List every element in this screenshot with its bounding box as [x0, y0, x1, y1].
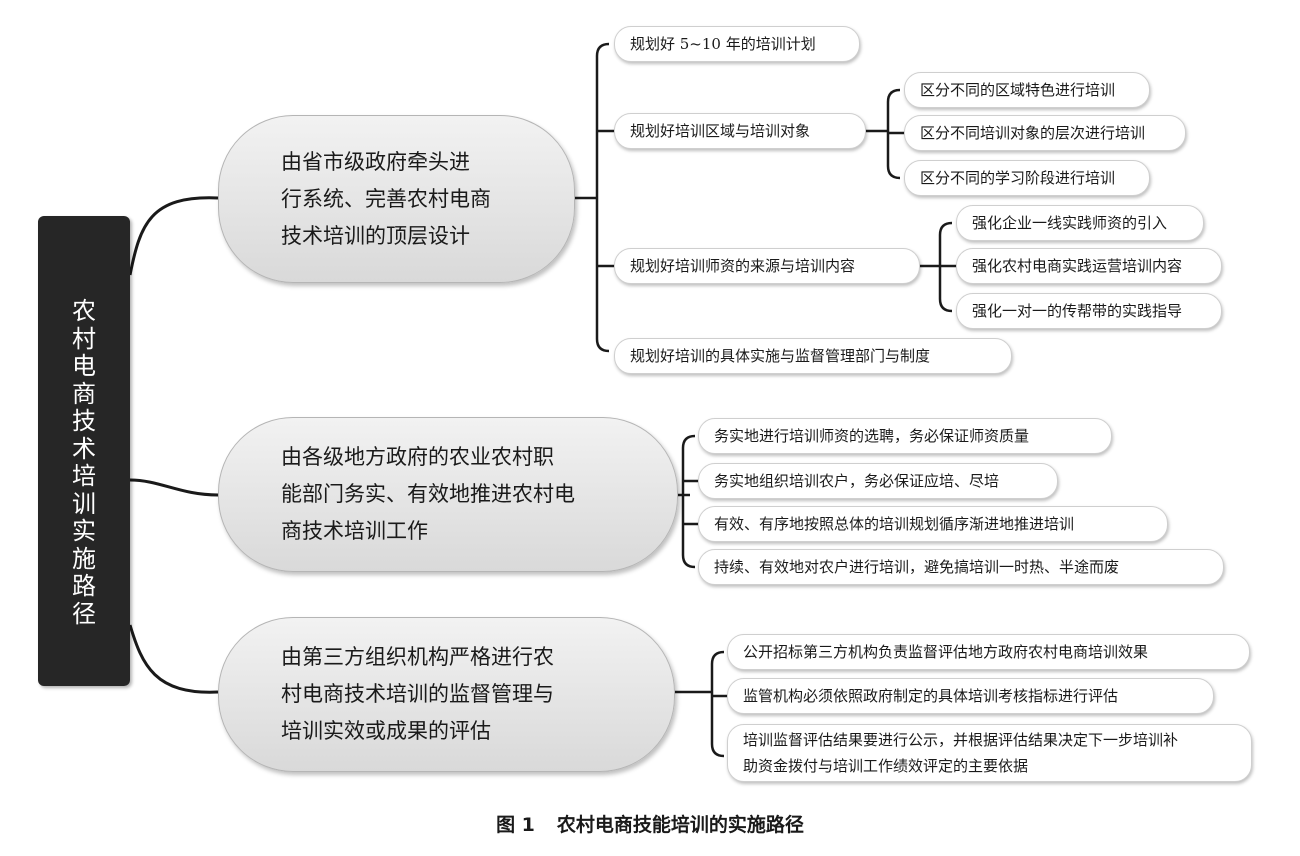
b1-sub1-item-3: 区分不同的学习阶段进行培训	[904, 160, 1150, 196]
figure-title: 农村电商技能培训的实施路径	[556, 814, 804, 836]
branch-node-1: 由省市级政府牵头进 行系统、完善农村电商 技术培训的顶层设计	[218, 115, 575, 283]
connector-b2-trunk	[681, 434, 698, 569]
b2-item-1: 务实地进行培训师资的选聘，务必保证师资质量	[698, 418, 1112, 454]
b2-item-2: 务实地组织培训农户，务必保证应培、尽培	[698, 463, 1058, 499]
connector-root-branch-3	[128, 624, 219, 694]
root-label: 农 村 电 商 技 术 培 训 实 施 路 径	[72, 297, 96, 628]
connector-b1-sub1-trunk	[886, 88, 904, 180]
connector-root-branch-2	[129, 478, 219, 497]
b1-item-2: 规划好培训区域与培训对象	[614, 113, 866, 149]
connector-root-branch-1	[128, 196, 219, 276]
b3-item-2: 监管机构必须依照政府制定的具体培训考核指标进行评估	[727, 678, 1214, 714]
connector-b1-sub2-trunk	[938, 221, 956, 313]
b1-item-3: 规划好培训师资的来源与培训内容	[614, 248, 920, 284]
b1-sub2-item-2: 强化农村电商实践运营培训内容	[956, 248, 1222, 284]
b2-item-3: 有效、有序地按照总体的培训规划循序渐进地推进培训	[698, 506, 1168, 542]
b1-item-1: 规划好 5~10 年的培训计划	[614, 26, 860, 62]
connector-b3-trunk	[710, 650, 727, 758]
branch-node-3: 由第三方组织机构严格进行农 村电商技术培训的监督管理与 培训实效或成果的评估	[218, 617, 675, 772]
branch-1-label: 由省市级政府牵头进 行系统、完善农村电商 技术培训的顶层设计	[281, 149, 491, 248]
root-node: 农 村 电 商 技 术 培 训 实 施 路 径	[38, 216, 130, 686]
b1-sub1-item-2: 区分不同培训对象的层次进行培训	[904, 115, 1186, 151]
b1-sub2-item-3: 强化一对一的传帮带的实践指导	[956, 293, 1222, 329]
b3-item-3: 培训监督评估结果要进行公示，并根据评估结果决定下一步培训补 助资金拨付与培训工作…	[727, 724, 1252, 782]
b1-item-4: 规划好培训的具体实施与监督管理部门与制度	[614, 338, 1012, 374]
figure-number: 图 1	[496, 814, 535, 836]
b1-sub2-item-1: 强化企业一线实践师资的引入	[956, 205, 1204, 241]
connector-b1-trunk	[595, 42, 610, 353]
figure-caption: 图 1 农村电商技能培训的实施路径	[0, 810, 1300, 837]
b1-sub1-item-1: 区分不同的区域特色进行培训	[904, 72, 1150, 108]
branch-3-label: 由第三方组织机构严格进行农 村电商技术培训的监督管理与 培训实效或成果的评估	[281, 645, 554, 743]
branch-node-2: 由各级地方政府的农业农村职 能部门务实、有效地推进农村电 商技术培训工作	[218, 417, 678, 572]
branch-2-label: 由各级地方政府的农业农村职 能部门务实、有效地推进农村电 商技术培训工作	[281, 445, 575, 543]
b2-item-4: 持续、有效地对农户进行培训，避免搞培训一时热、半途而废	[698, 549, 1224, 585]
b3-item-1: 公开招标第三方机构负责监督评估地方政府农村电商培训效果	[727, 634, 1250, 670]
